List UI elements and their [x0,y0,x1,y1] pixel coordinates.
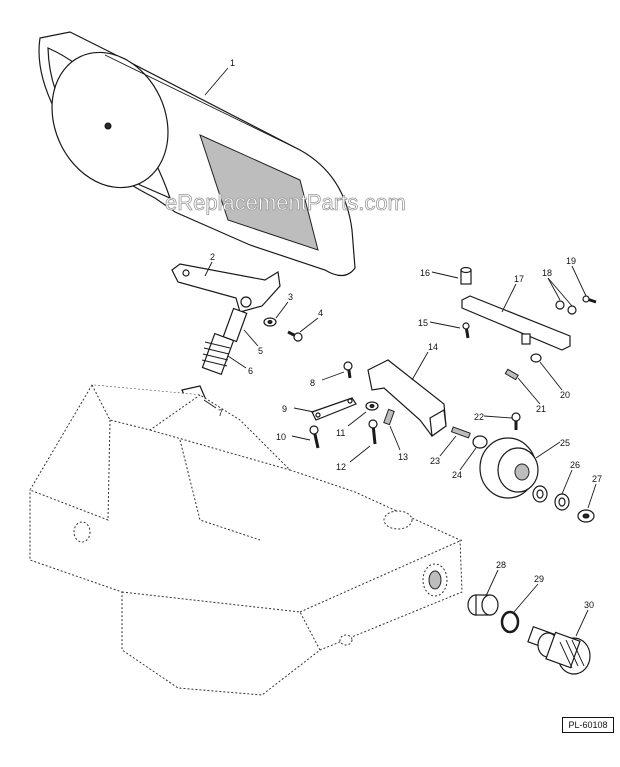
pin-13 [383,408,395,426]
callout-11: 11 [336,428,345,438]
watermark-text: eReplacementParts.com [165,190,406,215]
callout-29: 29 [534,574,544,584]
post-16 [460,266,472,285]
reference-code-box: PL-60108 [562,717,614,733]
fence-bar-17 [461,295,571,351]
callout-23: 23 [430,456,440,466]
callout-13: 13 [398,452,408,462]
screw-4 [287,330,303,342]
callout-7: 7 [218,408,223,418]
blade-guard [38,31,356,277]
callout-5: 5 [258,346,263,356]
callout-26: 26 [570,460,580,470]
screw-8 [343,361,353,379]
screw-22 [511,412,521,430]
callout-18: 18 [542,268,552,278]
callout-22: 22 [474,412,484,422]
shaft-5 [222,307,248,343]
callout-24: 24 [452,470,462,480]
disk-25 [479,437,539,499]
callout-17: 17 [514,274,524,284]
callout-16: 16 [420,268,430,278]
callout-19: 19 [566,256,576,266]
callout-12: 12 [336,462,346,472]
screw-10 [309,425,320,449]
washer-26b [554,493,570,511]
mount-bracket-14 [367,359,447,438]
knob-30 [527,625,591,675]
callout-4: 4 [318,308,323,318]
callout-1: 1 [230,58,235,68]
callout-14: 14 [428,342,438,352]
callout-25: 25 [560,438,570,448]
callout-2: 2 [210,252,215,262]
ring-26 [532,485,548,503]
callout-6: 6 [248,366,253,376]
callout-labels: 1 2 3 4 5 6 7 8 9 10 11 12 13 14 15 16 1… [210,58,602,610]
pin-21 [504,368,519,381]
callout-15: 15 [418,318,428,328]
washer-11 [365,401,379,411]
callout-21: 21 [536,404,546,414]
bushing-28 [467,594,499,616]
callout-28: 28 [496,560,506,570]
callout-27: 27 [592,474,602,484]
bracket [171,263,281,313]
washer-20 [530,353,542,363]
callout-30: 30 [584,600,594,610]
link-plate-9 [311,397,357,421]
spring-6 [201,332,235,376]
callout-9: 9 [282,404,287,414]
nut-18b [567,305,577,315]
screw-12 [368,419,378,445]
callout-3: 3 [288,292,293,302]
leader-lines [203,67,597,637]
callout-20: 20 [560,390,570,400]
pin-23 [450,426,471,439]
screw-15 [462,322,470,339]
callout-10: 10 [276,432,286,442]
nut-18a [555,300,565,310]
callout-8: 8 [310,378,315,388]
screw-19 [582,295,597,304]
base-housing [29,384,463,696]
washer-3 [263,317,277,327]
washer-27 [577,509,595,523]
snap-ring-29 [500,610,520,634]
bushing-24 [472,435,488,449]
reference-code: PL-60108 [568,720,608,730]
